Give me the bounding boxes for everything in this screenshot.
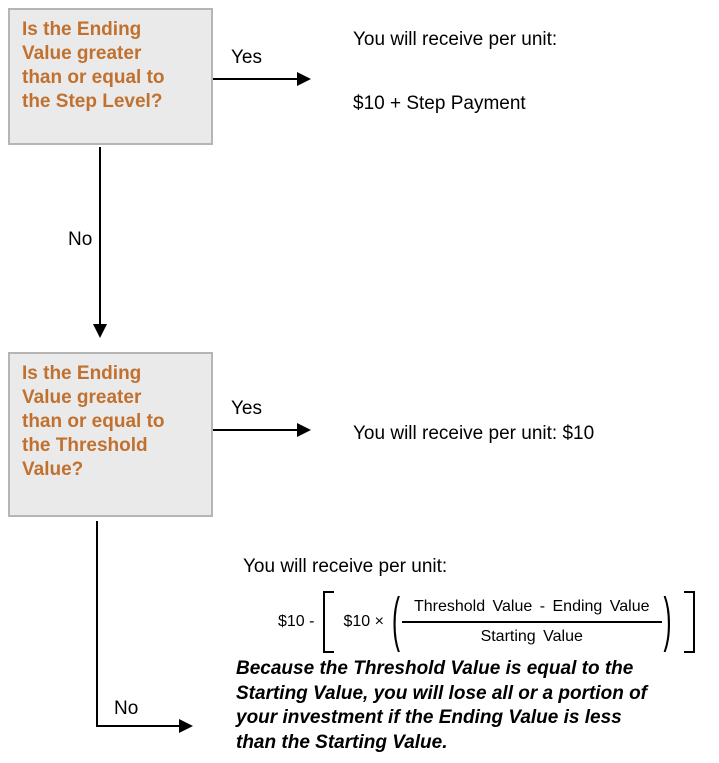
left-paren-icon: (: [391, 587, 400, 655]
yes-arrow-2-head-icon: [297, 423, 311, 437]
no-arrow-2-horizontal-line: [96, 725, 180, 727]
formula-fraction: Threshold Value - Ending Value Starting …: [401, 598, 662, 646]
branch-label-yes-2: Yes: [231, 398, 262, 419]
decision-question-threshold: Is the Ending Value greater than or equa…: [22, 363, 165, 480]
fraction-denominator: Starting Value: [480, 628, 583, 645]
yes-arrow-2-line: [213, 429, 298, 431]
outcome-step-payout: $10 + Step Payment: [353, 93, 526, 114]
decision-box-threshold: Is the Ending Value greater than or equa…: [8, 352, 213, 517]
branch-label-no-2: No: [114, 698, 139, 719]
no-arrow-2-vertical-line: [96, 521, 98, 727]
yes-arrow-1-head-icon: [297, 72, 311, 86]
branch-label-yes-1: Yes: [231, 47, 262, 68]
decision-box-step-level: Is the Ending Value greater than or equa…: [8, 8, 213, 145]
no-arrow-2-head-icon: [179, 719, 193, 733]
no-arrow-1-head-icon: [93, 324, 107, 338]
right-square-bracket-icon: [683, 591, 695, 653]
yes-arrow-1-line: [213, 78, 298, 80]
decision-question-step-level: Is the Ending Value greater than or equa…: [22, 19, 165, 112]
no-arrow-1-line: [99, 147, 101, 325]
outcome-loss-intro: You will receive per unit:: [243, 556, 448, 577]
payout-formula: $10 - $10 × ( Threshold Value - Ending V…: [278, 588, 695, 656]
loss-warning-note: Because the Threshold Value is equal to …: [236, 658, 648, 753]
right-paren-icon: ): [663, 587, 672, 655]
left-square-bracket-icon: [323, 591, 335, 653]
formula-factor: $10 ×: [343, 613, 384, 630]
outcome-step-intro: You will receive per unit:: [353, 29, 558, 50]
outcome-par-text: You will receive per unit: $10: [353, 423, 595, 444]
formula-lead: $10 -: [278, 613, 315, 630]
branch-label-no-1: No: [68, 229, 93, 250]
fraction-numerator: Threshold Value - Ending Value: [401, 598, 662, 623]
